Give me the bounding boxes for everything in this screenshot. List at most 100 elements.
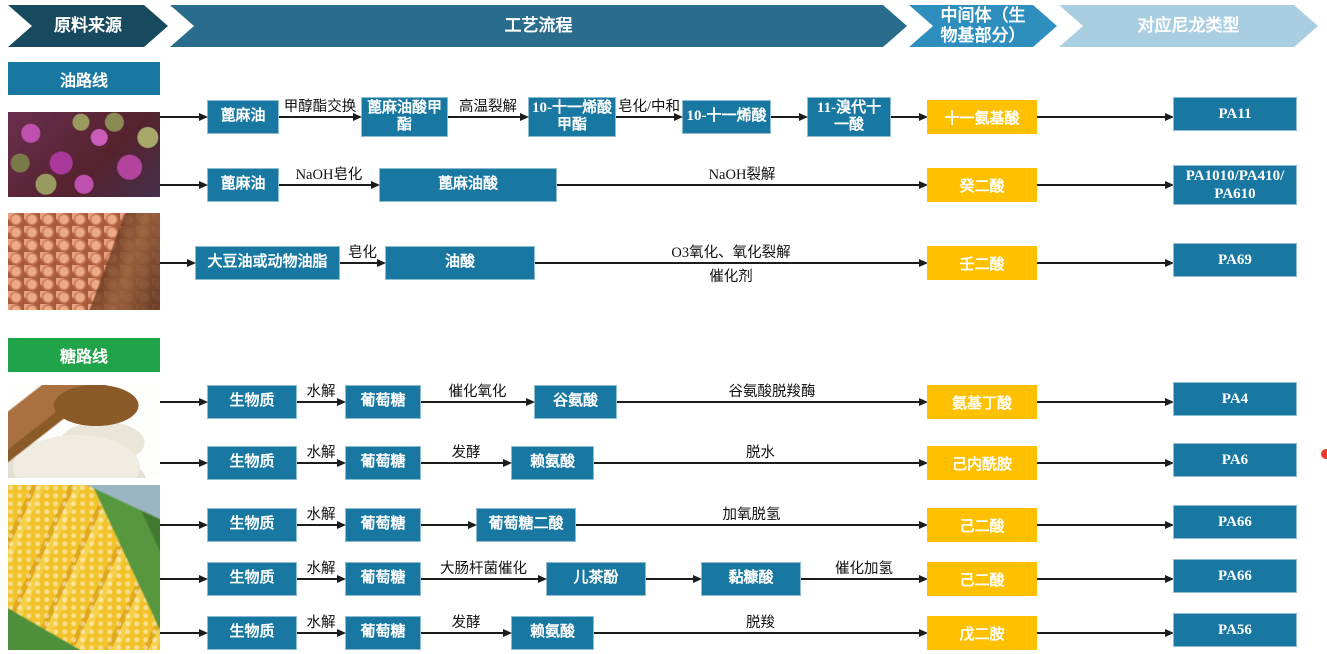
process-box: 10-十一烯酸 — [682, 100, 771, 134]
nylon-type-box: PA1010/​PA410/​PA610 — [1173, 165, 1297, 205]
arrow-shaft — [1037, 262, 1166, 264]
arrow-label-above: 高温裂解 — [459, 99, 517, 115]
process-box: 生物质 — [207, 508, 297, 542]
process-box: 生物质 — [207, 562, 297, 596]
arrow-label-above: 水解 — [306, 615, 336, 631]
flow-arrow: NaOH裂解 — [557, 165, 927, 205]
intermediate-box: 戊二胺 — [927, 616, 1037, 650]
flow-arrow: 水解 — [297, 443, 345, 483]
arrow-shaft — [557, 184, 920, 186]
process-zone: 生物质水解葡萄糖大肠杆菌催化儿茶酚黏糠酸催化加氢 — [160, 559, 927, 599]
flow-arrow — [771, 97, 807, 137]
arrow-shaft — [160, 401, 200, 403]
arrow-shaft — [448, 116, 521, 118]
arrow-label-above: 大肠杆菌催化 — [440, 561, 527, 577]
process-zone: 生物质水解葡萄糖发酵赖氨酸脱羧 — [160, 613, 927, 653]
header-process-flow: 工艺流程 — [170, 5, 907, 47]
flow-arrow — [421, 505, 476, 545]
process-box: 生物质 — [207, 446, 297, 480]
arrow-shaft — [1037, 184, 1166, 186]
arrow-label-above: 甲醇酯交换 — [283, 99, 357, 115]
process-box: 葡萄糖 — [345, 446, 421, 480]
process-box: 葡萄糖 — [345, 385, 421, 419]
process-box: 大豆油或动物油脂 — [195, 246, 340, 280]
arrow-label-above: 发酵 — [451, 615, 481, 631]
arrow-label-above: 水解 — [306, 384, 336, 400]
process-box: 蓖麻油 — [207, 168, 279, 202]
flow-arrow — [160, 243, 195, 283]
arrow-label-above: 催化加氢 — [835, 561, 893, 577]
intermediate-box: 癸二酸 — [927, 168, 1037, 202]
flow-arrow — [160, 613, 207, 653]
process-box: 葡萄糖 — [345, 616, 421, 650]
arrow-shaft — [1037, 116, 1166, 118]
flow-arrow — [1037, 165, 1173, 205]
arrow-shaft — [576, 524, 920, 526]
process-box: 谷氨酸 — [534, 385, 617, 419]
flow-arrow: 脱羧 — [594, 613, 927, 653]
process-box: 赖氨酸 — [511, 616, 594, 650]
arrow-shaft — [646, 578, 694, 580]
flow-arrow: 大肠杆菌催化 — [421, 559, 546, 599]
arrow-shaft — [616, 116, 675, 118]
process-box: 葡萄糖二酸 — [476, 508, 576, 542]
flow-arrow: 谷氨酸脱羧酶 — [617, 382, 927, 422]
starch-flour-image — [8, 385, 160, 478]
nylon-type-box: PA66 — [1173, 505, 1297, 539]
arrow-shaft — [1037, 578, 1166, 580]
arrow-shaft — [160, 184, 200, 186]
nylon-type-box: PA66 — [1173, 559, 1297, 593]
arrow-shaft — [297, 401, 338, 403]
arrow-label-below: 催化剂 — [709, 269, 753, 285]
route-label-oil: 油路线 — [8, 62, 160, 95]
arrow-shaft — [160, 462, 200, 464]
arrow-shaft — [297, 524, 338, 526]
arrow-shaft — [535, 262, 920, 264]
flow-arrow — [1037, 243, 1173, 283]
flow-arrow: 皂化/中和 — [616, 97, 682, 137]
process-box: 10-十一烯酸甲酯 — [528, 96, 616, 138]
flow-arrow: O3氧化、氧化裂解催化剂 — [535, 243, 927, 285]
flow-arrow: 加氧脱氢 — [576, 505, 927, 545]
arrow-shaft — [160, 632, 200, 634]
process-zone: 生物质水解葡萄糖催化氧化谷氨酸谷氨酸脱羧酶 — [160, 382, 927, 422]
corn-image — [8, 485, 160, 650]
arrow-shaft — [297, 578, 338, 580]
arrow-shaft — [160, 262, 188, 264]
arrow-label-above: 加氧脱氢 — [722, 507, 781, 523]
flow-arrow — [646, 559, 701, 599]
nylon-type-box: PA11 — [1173, 97, 1297, 131]
flow-arrow: 脱水 — [594, 443, 927, 483]
castor-beans-image — [8, 112, 160, 197]
flow-arrow — [160, 382, 207, 422]
flow-arrow: 甲醇酯交换 — [279, 97, 361, 137]
header-intermediates: 中间体（生物基部分） — [909, 5, 1057, 47]
intermediate-box: 十一氨基酸 — [927, 100, 1037, 134]
arrow-shaft — [279, 116, 354, 118]
arrow-label-above: NaOH皂化 — [295, 167, 363, 183]
process-box: 赖氨酸 — [511, 446, 594, 480]
red-dot-marker — [1321, 449, 1327, 459]
flow-arrow — [1037, 382, 1173, 422]
process-zone: 生物质水解葡萄糖葡萄糖二酸加氧脱氢 — [160, 505, 927, 545]
flow-arrow: 发酵 — [421, 443, 511, 483]
arrow-shaft — [421, 524, 469, 526]
process-box: 11-溴代十一酸 — [807, 96, 891, 138]
arrow-shaft — [421, 462, 504, 464]
flow-arrow — [891, 97, 927, 137]
process-box: 葡萄糖 — [345, 508, 421, 542]
route-label-sugar: 糖路线 — [8, 338, 160, 372]
process-zone: 生物质水解葡萄糖发酵赖氨酸脱水 — [160, 443, 927, 483]
arrow-label-above: 皂化/中和 — [617, 99, 681, 115]
header-label: 中间体（生物基部分） — [940, 6, 1026, 45]
intermediate-box: 己二酸 — [927, 508, 1037, 542]
arrow-shaft — [594, 632, 920, 634]
